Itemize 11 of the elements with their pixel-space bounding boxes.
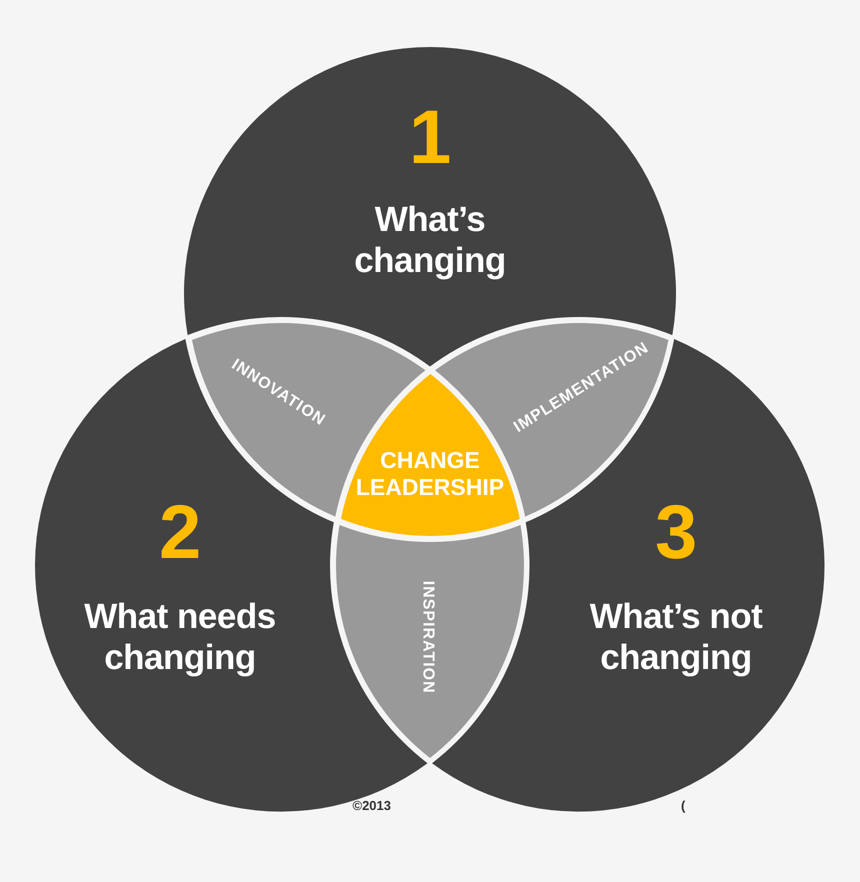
circle-title: What needs changing	[83, 597, 277, 678]
region-label: INSPIRATION	[419, 580, 438, 694]
circle-number: 2	[158, 489, 202, 577]
circle-title: What’s changing	[353, 200, 507, 281]
circle-number: 3	[654, 489, 698, 577]
circle-number: 1	[408, 94, 452, 182]
parenthesis-text: (	[681, 798, 686, 814]
copyright-note: ©2013	[352, 798, 391, 814]
overlap-region	[336, 524, 524, 758]
center-label: CHANGE LEADERSHIP	[354, 447, 506, 500]
circle-title: What’s not changing	[588, 597, 764, 678]
